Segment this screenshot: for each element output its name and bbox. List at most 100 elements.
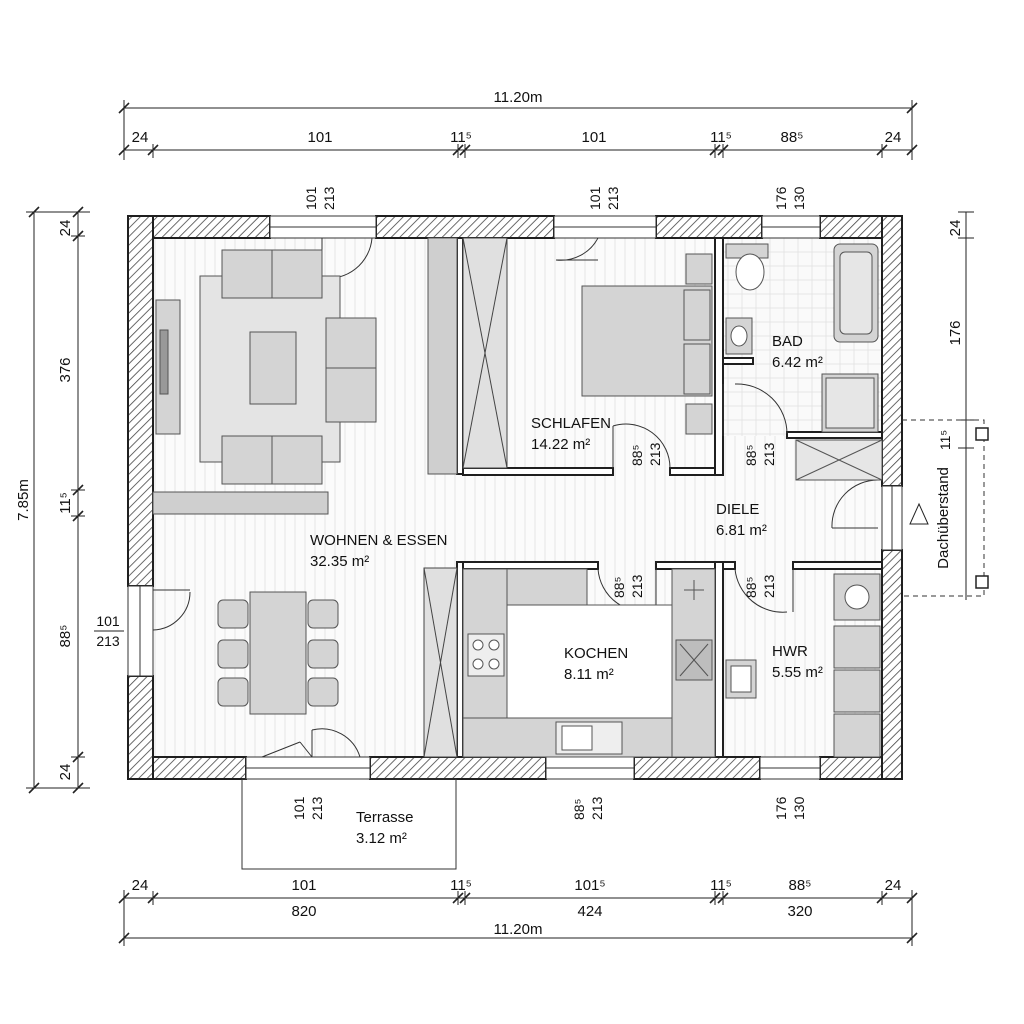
dim-left-5: 24 xyxy=(57,764,74,781)
dimension-lines xyxy=(26,100,974,946)
exterior-walls xyxy=(127,215,903,780)
opening-label: 88⁵ 213 xyxy=(743,574,777,598)
interior-walls xyxy=(456,237,883,758)
room-label-terrasse: Terrasse 3.12 m² xyxy=(356,809,414,847)
svg-text:88⁵: 88⁵ xyxy=(629,445,645,466)
dim-bottom-4: 101⁵ xyxy=(574,877,605,894)
dim-left-1: 24 xyxy=(57,220,74,237)
dim-left-2: 376 xyxy=(57,357,74,382)
svg-text:213: 213 xyxy=(309,796,325,820)
dimension-ticks xyxy=(28,102,918,944)
opening-label: 88⁵ 213 xyxy=(629,442,663,466)
room-label-bad: BAD 6.42 m² xyxy=(772,333,823,371)
svg-text:213: 213 xyxy=(321,186,337,210)
svg-text:88⁵: 88⁵ xyxy=(743,445,759,466)
windows xyxy=(127,215,903,780)
svg-text:Terrasse: Terrasse xyxy=(356,809,414,826)
svg-text:130: 130 xyxy=(791,796,807,820)
svg-text:213: 213 xyxy=(761,442,777,466)
dim-top-1: 24 xyxy=(132,129,149,146)
utility-furniture xyxy=(725,573,881,758)
dim-bottom-total-2: 424 xyxy=(577,903,602,920)
room-label-hwr: HWR 5.55 m² xyxy=(772,643,823,681)
svg-text:213: 213 xyxy=(605,186,621,210)
wardrobe-bedroom xyxy=(462,237,508,469)
roof-overhang xyxy=(902,419,985,597)
svg-text:176: 176 xyxy=(773,186,789,210)
room-label-kochen: KOCHEN 8.11 m² xyxy=(564,645,628,683)
opening-label: 176 130 xyxy=(773,796,807,820)
dim-left-4: 88⁵ xyxy=(57,625,74,648)
roof-overhang-posts xyxy=(975,427,989,589)
dim-bottom-7: 24 xyxy=(885,877,902,894)
dim-right-3: 11⁵ xyxy=(937,430,953,450)
dim-bottom-3: 11⁵ xyxy=(450,877,472,894)
svg-text:213: 213 xyxy=(647,442,663,466)
svg-text:101: 101 xyxy=(291,796,307,820)
svg-text:HWR: HWR xyxy=(772,643,808,660)
overall-width-top: 11.20m xyxy=(494,89,543,106)
opening-label: 88⁵ 213 xyxy=(743,442,777,466)
opening-label: 88⁵ 213 xyxy=(611,574,645,598)
svg-text:213: 213 xyxy=(761,574,777,598)
dim-bottom-5: 11⁵ xyxy=(710,877,732,894)
svg-text:130: 130 xyxy=(791,186,807,210)
dim-bottom-total-3: 320 xyxy=(787,903,812,920)
overall-width-bottom: 11.20m xyxy=(494,921,543,938)
svg-text:BAD: BAD xyxy=(772,333,803,350)
opening-label: 88⁵ 213 xyxy=(571,796,605,820)
opening-label: 101 213 xyxy=(94,613,124,649)
dim-bottom-6: 88⁵ xyxy=(789,877,812,894)
dim-top-2: 101 xyxy=(307,129,332,146)
opening-label: 101 213 xyxy=(587,186,621,210)
opening-label: 101 213 xyxy=(303,186,337,210)
svg-text:3.12 m²: 3.12 m² xyxy=(356,830,407,847)
svg-text:DIELE: DIELE xyxy=(716,501,759,518)
bed xyxy=(581,253,713,435)
dim-top-7: 24 xyxy=(885,129,902,146)
svg-text:WOHNEN & ESSEN: WOHNEN & ESSEN xyxy=(310,532,448,549)
svg-text:KOCHEN: KOCHEN xyxy=(564,645,628,662)
dim-top-6: 88⁵ xyxy=(781,129,804,146)
door-swings xyxy=(152,237,879,758)
overall-depth: 7.85m xyxy=(15,479,32,521)
svg-text:101: 101 xyxy=(303,186,319,210)
room-label-schlafen: SCHLAFEN 14.22 m² xyxy=(531,415,611,453)
svg-text:8.11 m²: 8.11 m² xyxy=(564,666,614,683)
terrace-outline xyxy=(241,778,457,870)
dim-top-3: 11⁵ xyxy=(450,129,472,146)
roof-overhang-label: Dachüberstand xyxy=(935,467,952,569)
living-furniture xyxy=(152,237,458,515)
dim-top-4: 101 xyxy=(581,129,606,146)
dining-furniture xyxy=(217,591,339,715)
svg-text:5.55 m²: 5.55 m² xyxy=(772,664,823,681)
svg-text:213: 213 xyxy=(589,796,605,820)
svg-text:88⁵: 88⁵ xyxy=(743,577,759,598)
dim-right-2: 176 xyxy=(947,320,964,345)
svg-text:213: 213 xyxy=(96,633,120,649)
dim-bottom-total-1: 820 xyxy=(291,903,316,920)
opening-label: 101 213 xyxy=(291,796,325,820)
svg-text:88⁵: 88⁵ xyxy=(611,577,627,598)
dim-bottom-1: 24 xyxy=(132,877,149,894)
dim-top-5: 11⁵ xyxy=(710,129,732,146)
room-label-diele: DIELE 6.81 m² xyxy=(716,501,767,539)
svg-text:14.22 m²: 14.22 m² xyxy=(531,436,590,453)
kitchen-furniture xyxy=(462,568,716,758)
dim-right-1: 24 xyxy=(947,220,964,237)
entrance-arrow-icon xyxy=(909,502,929,525)
dim-left-3: 11⁵ xyxy=(57,492,74,514)
svg-text:SCHLAFEN: SCHLAFEN xyxy=(531,415,611,432)
dim-bottom-2: 101 xyxy=(291,877,316,894)
svg-text:213: 213 xyxy=(629,574,645,598)
svg-text:32.35 m²: 32.35 m² xyxy=(310,553,369,570)
bathroom-fixtures xyxy=(725,243,883,481)
svg-text:6.42 m²: 6.42 m² xyxy=(772,354,823,371)
svg-text:6.81 m²: 6.81 m² xyxy=(716,522,767,539)
svg-text:101: 101 xyxy=(587,186,603,210)
svg-text:176: 176 xyxy=(773,796,789,820)
svg-text:88⁵: 88⁵ xyxy=(571,799,587,820)
opening-label: 176 130 xyxy=(773,186,807,210)
wardrobe-living xyxy=(423,567,458,758)
